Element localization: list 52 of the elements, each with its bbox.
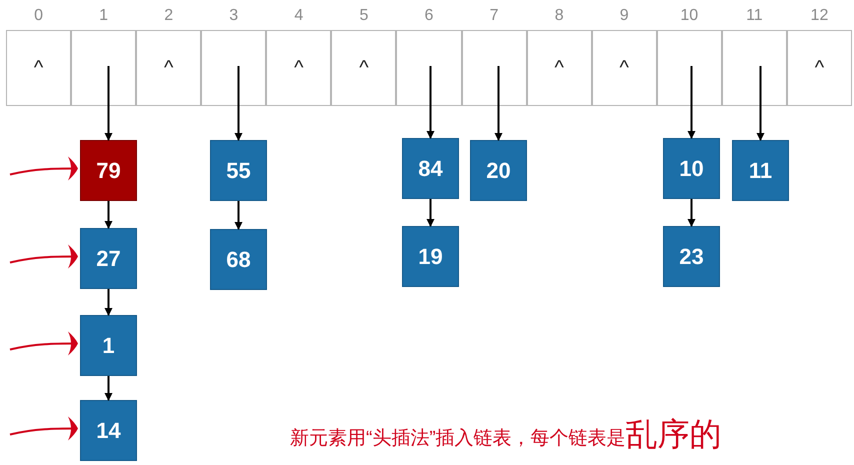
bucket-cell	[462, 30, 527, 106]
list-node: 20	[470, 140, 527, 201]
arrow	[104, 289, 112, 316]
arrow	[104, 201, 112, 229]
list-node: 55	[210, 140, 267, 201]
bucket-cell: ^	[526, 30, 592, 106]
bucket-cell: ^	[786, 30, 852, 106]
bucket-index: 6	[424, 8, 434, 24]
bucket-cell: ^	[592, 30, 657, 106]
arrow	[234, 66, 242, 141]
arrow	[104, 376, 112, 401]
bucket-cell: ^	[136, 30, 202, 106]
arrow	[494, 66, 502, 141]
list-node: 23	[663, 226, 720, 287]
list-node: 27	[80, 228, 137, 289]
list-node: 11	[732, 140, 789, 201]
bucket-cell	[722, 30, 787, 106]
bucket-index: 10	[679, 8, 700, 24]
arrow	[756, 66, 764, 141]
arrow	[688, 199, 696, 227]
arrow	[688, 66, 696, 139]
arrow	[426, 66, 434, 139]
list-node: 79	[80, 140, 137, 201]
bucket-index: 7	[488, 8, 500, 24]
bucket-cell: ^	[266, 30, 332, 106]
bucket-cell	[656, 30, 722, 106]
bucket-index: 9	[618, 8, 630, 24]
arrow	[104, 66, 112, 141]
bucket-index: 1	[98, 8, 110, 24]
list-node: 10	[663, 138, 720, 199]
bucket-cell	[71, 30, 136, 106]
bucket-cell	[201, 30, 266, 106]
list-node: 14	[80, 400, 137, 461]
bucket-index: 0	[33, 8, 44, 24]
bucket-cell: ^	[6, 30, 72, 106]
bucket-index: 8	[554, 8, 565, 24]
list-node: 1	[80, 315, 137, 376]
bucket-index: 4	[293, 8, 304, 24]
emphasis-text: 乱序的	[626, 418, 722, 450]
bucket-index: 11	[745, 8, 764, 24]
note-text: 新元素用“头插法”插入链表，每个链表是	[290, 429, 626, 450]
arrow	[234, 201, 242, 230]
bucket-cell: ^	[331, 30, 396, 106]
bucket-index: 2	[163, 8, 174, 24]
bucket-cell	[396, 30, 462, 106]
arrow	[426, 199, 434, 227]
bucket-index: 5	[358, 8, 370, 24]
list-node: 84	[402, 138, 459, 199]
list-node: 68	[210, 229, 267, 290]
bucket-index: 12	[810, 8, 830, 24]
bucket-index: 3	[228, 8, 240, 24]
list-node: 19	[402, 226, 459, 287]
